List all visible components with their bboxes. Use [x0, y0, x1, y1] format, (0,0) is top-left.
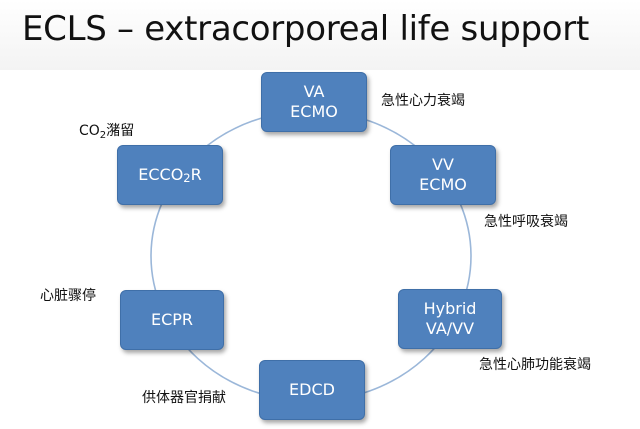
- node-vv-ecmo-line2: ECMO: [419, 175, 467, 194]
- node-ecpr-label: ECPR: [150, 310, 194, 329]
- note-ecpr: 心脏骤停: [40, 288, 96, 304]
- node-edcd: EDCD: [259, 360, 365, 420]
- note-edcd: 供体器官捐献: [142, 390, 226, 406]
- note-ecco2r-post: 潴留: [106, 123, 135, 139]
- node-ecpr: ECPR: [120, 290, 224, 350]
- node-hybrid-line2: VA/VV: [425, 319, 475, 338]
- title-band: [0, 0, 640, 70]
- node-va-ecmo-line2: ECMO: [290, 102, 338, 121]
- node-ecco2r-pre: ECCO: [138, 164, 184, 184]
- node-ecco2r-label: ECCO2R: [138, 165, 202, 186]
- note-hybrid: 急性心肺功能衰竭: [479, 357, 591, 373]
- node-va-ecmo: VA ECMO: [261, 72, 367, 132]
- node-vv-ecmo: VV ECMO: [390, 145, 496, 205]
- note-ecco2r: CO2潴留: [79, 122, 134, 142]
- node-vv-ecmo-line1: VV: [432, 155, 454, 174]
- node-ecco2r-sub: 2: [183, 171, 191, 186]
- note-vv-ecmo: 急性呼吸衰竭: [484, 214, 568, 230]
- node-va-ecmo-line1: VA: [303, 82, 325, 101]
- node-hybrid: Hybrid VA/VV: [398, 289, 502, 349]
- note-ecco2r-sub: 2: [99, 129, 107, 141]
- note-va-ecmo: 急性心力衰竭: [381, 93, 465, 109]
- node-hybrid-line1: Hybrid: [423, 299, 477, 318]
- slide-title: ECLS – extracorporeal life support: [22, 9, 589, 49]
- node-edcd-label: EDCD: [289, 380, 335, 399]
- node-ecco2r-post: R: [190, 164, 202, 184]
- node-ecco2r: ECCO2R: [117, 145, 223, 205]
- note-ecco2r-pre: CO: [79, 123, 100, 139]
